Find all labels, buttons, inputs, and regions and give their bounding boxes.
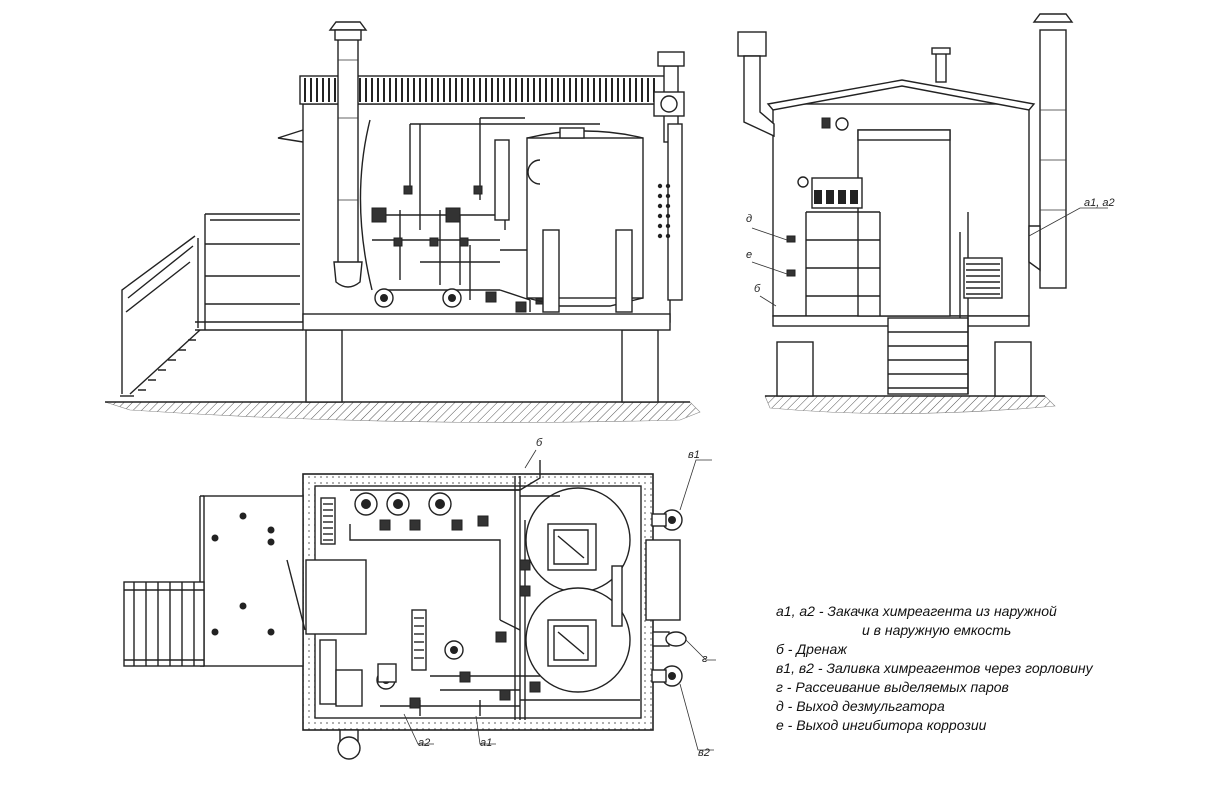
plan-stairs <box>123 581 205 667</box>
plan-platform-bolts <box>211 512 275 636</box>
side-stairs <box>887 317 969 395</box>
legend-text: и в наружную емкость <box>862 622 1012 638</box>
legend-text: Дренаж <box>796 641 847 657</box>
plan-callout-g: г <box>702 653 708 665</box>
front-pumps <box>374 288 462 308</box>
front-chimney-pipe <box>337 35 359 273</box>
front-tank-leg-right <box>615 229 633 313</box>
side-right-chimney <box>1039 29 1067 289</box>
side-foundation-right <box>994 341 1032 397</box>
front-view <box>104 21 701 423</box>
legend-key: д <box>776 698 784 714</box>
front-side-flap <box>277 129 304 143</box>
front-ground <box>104 401 701 423</box>
side-gable-roof <box>766 79 1036 111</box>
front-platform-railing <box>195 213 303 331</box>
legend-row: д - Выход дезмульгатора <box>776 698 945 714</box>
legend-row: в1, в2 - Заливка химреагентов через горл… <box>776 660 1093 676</box>
plan-callout-v1: в1 <box>688 449 700 461</box>
front-valves <box>371 185 545 313</box>
plan-valves <box>379 515 541 709</box>
legend-text: Рассеивание выделяемых паров <box>795 679 1009 695</box>
side-ground <box>764 395 1056 414</box>
front-wall-indicators <box>657 183 671 239</box>
plan-vent-louvre <box>320 497 336 545</box>
plan-platform <box>203 495 304 667</box>
legend-text: Заливка химреагентов через горловину <box>826 660 1093 676</box>
legend-key: б <box>776 641 784 657</box>
front-roof-corrugation <box>304 78 655 102</box>
plan-pipework <box>349 460 640 720</box>
plan-callout-a2: а2 <box>418 737 430 749</box>
plan-callout-b: б <box>536 437 543 449</box>
side-view: а1, а2 д е б <box>737 13 1115 414</box>
side-door <box>857 129 951 317</box>
front-stairs <box>120 235 201 397</box>
front-tank-leg-left <box>542 229 560 313</box>
legend-text: Выход ингибитора коррозии <box>796 717 987 733</box>
plan-chimney-base <box>319 639 337 705</box>
legend-row: г - Рассеивание выделяемых паров <box>776 679 1009 695</box>
legend-row: и в наружную емкость <box>776 621 1196 640</box>
legend-text: Закачка химреагента из наружной <box>827 603 1057 619</box>
front-foundation-right <box>621 329 659 403</box>
side-callout-a: а1, а2 <box>1084 197 1115 209</box>
front-foundation-left <box>305 329 343 403</box>
legend: а1, а2 - Закачка химреагента из наружной… <box>776 602 1196 735</box>
plan-filter <box>411 609 427 671</box>
plan-view: б в1 в2 г а1 а2 <box>123 437 716 760</box>
legend-key: а1, а2 <box>776 603 815 619</box>
legend-key: г <box>776 679 783 695</box>
side-railing <box>805 211 881 316</box>
front-base-frame <box>302 313 671 331</box>
side-left-exhaust <box>737 31 767 57</box>
plan-pumps <box>354 492 464 690</box>
plan-external-fittings <box>651 509 687 687</box>
legend-key: в1, в2 <box>776 660 814 676</box>
plan-callout-a1: а1 <box>480 737 492 749</box>
front-interior-pipework <box>359 117 600 312</box>
legend-row: б - Дренаж <box>776 641 847 657</box>
legend-row: е - Выход ингибитора коррозии <box>776 717 987 733</box>
side-callout-b: б <box>754 283 761 295</box>
legend-row: а1, а2 - Закачка химреагента из наружной <box>776 603 1057 619</box>
plan-callout-v2: в2 <box>698 747 710 759</box>
side-foundation-left <box>776 341 814 397</box>
legend-text: Выход дезмульгатора <box>796 698 945 714</box>
front-chimney-cap <box>328 21 368 31</box>
side-callout-e: е <box>746 249 752 261</box>
side-callout-d: д <box>746 213 752 225</box>
legend-key: е <box>776 717 784 733</box>
